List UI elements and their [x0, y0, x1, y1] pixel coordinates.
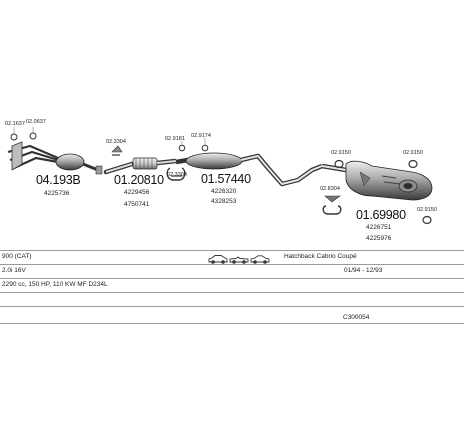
front-pipe-part: [103, 145, 177, 175]
vehicle-body-types: Hatchback Cabrio Coupé: [284, 253, 357, 260]
vehicle-model: 900 (CAT): [2, 253, 32, 260]
downpipe-part-number: 04.193B: [36, 173, 81, 187]
middle-silencer-part-number: 01.57440: [201, 172, 251, 186]
downpipe-gasket-b-label: 02.0637: [26, 119, 46, 125]
vehicle-spec: 2290 cc, 150 HP, 110 KW MF D234L: [2, 281, 108, 288]
front-pipe-clamp-label: 02.3304: [106, 139, 126, 145]
rear-silencer-part-number: 01.69980: [356, 208, 406, 222]
table-rule: [0, 278, 464, 279]
coupe-car-icon: [250, 255, 270, 264]
table-rule: [0, 323, 464, 324]
table-rule: [0, 250, 464, 251]
downpipe-ref: 4225736: [44, 190, 70, 197]
vehicle-code: C300054: [343, 314, 370, 321]
table-rule: [0, 292, 464, 293]
front-pipe-ref-b: 4750741: [124, 201, 150, 208]
hatchback-car-icon: [208, 255, 228, 264]
front-pipe-part-number: 01.20810: [114, 173, 164, 187]
rear-silencer-ref-b: 4225976: [366, 235, 392, 242]
middle-hanger-b-label: 02.9174: [191, 133, 211, 139]
rear-hanger-c-label: 02.9150: [417, 207, 437, 213]
downpipe-gasket-a-label: 02.1637: [5, 121, 25, 127]
table-rule: [0, 306, 464, 307]
middle-silencer-ref-b: 4328253: [211, 198, 237, 205]
vehicle-engine: 2.0i 16V: [2, 267, 26, 274]
downpipe-part: [7, 127, 103, 175]
vehicle-years: 01/94 - 12/93: [344, 267, 383, 274]
car-body-icons: [208, 255, 270, 264]
table-rule: [0, 264, 464, 265]
middle-clamp-label: 02.3304: [167, 172, 187, 178]
middle-silencer-part: [166, 138, 323, 187]
rear-silencer-ref-a: 4226751: [366, 224, 392, 231]
front-pipe-ref-a: 4229456: [124, 189, 150, 196]
rear-silencer-part: [321, 159, 433, 225]
rear-hanger-b-label: 02.9150: [403, 150, 423, 156]
rear-hanger-a-label: 02.9150: [331, 150, 351, 156]
middle-silencer-ref-a: 4226320: [211, 188, 237, 195]
middle-hanger-a-label: 02.9181: [165, 136, 185, 142]
cabrio-car-icon: [229, 256, 249, 264]
exhaust-drawing: [7, 127, 433, 225]
exhaust-system-diagram: 02.1637 02.0637 04.193B 4225736 02.3304 …: [5, 119, 437, 242]
rear-clamp-label: 02.8304: [320, 186, 340, 192]
